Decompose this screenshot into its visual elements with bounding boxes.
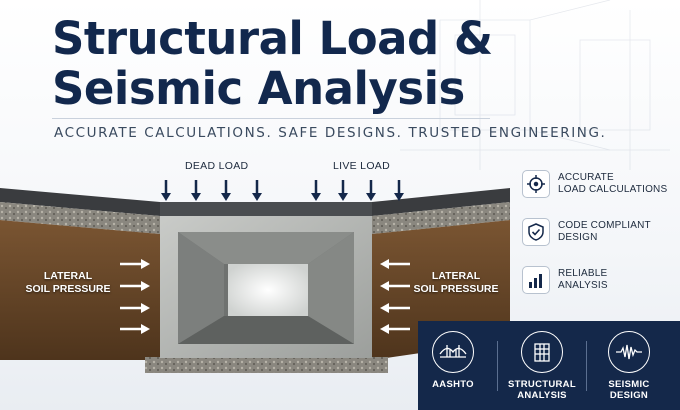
footer-divider-2 (586, 341, 587, 391)
tagline: ACCURATE CALCULATIONS. SAFE DESIGNS. TRU… (54, 125, 607, 141)
crosshair-icon (522, 170, 550, 198)
feature-3-line-1: RELIABLE (558, 268, 608, 279)
badge-structural-line-2: ANALYSIS (517, 390, 567, 401)
feature-2-line-1: CODE COMPLIANT (558, 220, 651, 231)
footer-divider-1 (497, 341, 498, 391)
title-divider (52, 118, 490, 119)
left-ground (0, 188, 160, 360)
dead-load-arrows (161, 180, 262, 201)
feature-item-reliable: RELIABLE ANALYSIS (522, 266, 678, 294)
left-lateral-label: LATERAL SOIL PRESSURE (18, 270, 118, 296)
left-lateral-line-1: LATERAL (43, 270, 93, 282)
seismograph-icon (608, 331, 650, 373)
left-lateral-line-2: SOIL PRESSURE (25, 283, 111, 295)
title-line-1: Structural Load & (52, 12, 493, 65)
badge-aashto-label: AASHTO (432, 379, 474, 390)
left-lateral-arrows (120, 259, 150, 334)
live-load-arrows (311, 180, 404, 201)
footer-badges: AASHTO STRUCTURAL ANALYSIS SEISMIC DESIG… (418, 321, 680, 410)
feature-item-accurate: ACCURATE LOAD CALCULATIONS (522, 170, 678, 198)
right-lateral-label: LATERAL SOIL PRESSURE (412, 270, 500, 296)
page-title: Structural Load & Seismic Analysis (52, 14, 493, 114)
bridge-icon (432, 331, 474, 373)
badge-seismic: SEISMIC DESIGN (594, 331, 664, 401)
right-lateral-line-2: SOIL PRESSURE (413, 283, 499, 295)
dead-load-label: DEAD LOAD (185, 160, 249, 172)
badge-seismic-line-1: SEISMIC (608, 379, 650, 390)
feature-1-line-2: LOAD CALCULATIONS (558, 184, 668, 195)
footing-slab (145, 357, 388, 373)
feature-list: ACCURATE LOAD CALCULATIONS CODE COMPLIAN… (522, 170, 678, 314)
feature-2-line-2: DESIGN (558, 232, 598, 243)
feature-1-line-1: ACCURATE (558, 172, 614, 183)
shield-check-icon (522, 218, 550, 246)
lateral-arrows (120, 259, 410, 334)
badge-seismic-line-2: DESIGN (609, 390, 649, 401)
building-icon (521, 331, 563, 373)
badge-structural-line-1: STRUCTURAL (508, 379, 576, 390)
live-load-label: LIVE LOAD (333, 160, 390, 172)
box-culvert (160, 202, 372, 358)
feature-3-line-2: ANALYSIS (558, 280, 608, 291)
blueprint-sketch (400, 0, 670, 170)
title-line-2: Seismic Analysis (52, 62, 465, 115)
badge-aashto: AASHTO (418, 331, 488, 390)
bar-chart-icon (522, 266, 550, 294)
load-arrows (161, 180, 404, 201)
badge-structural: STRUCTURAL ANALYSIS (507, 331, 577, 401)
right-lateral-line-1: LATERAL (431, 270, 481, 282)
feature-item-code: CODE COMPLIANT DESIGN (522, 218, 678, 246)
right-lateral-arrows (380, 259, 410, 334)
culvert-diagram (0, 188, 510, 373)
